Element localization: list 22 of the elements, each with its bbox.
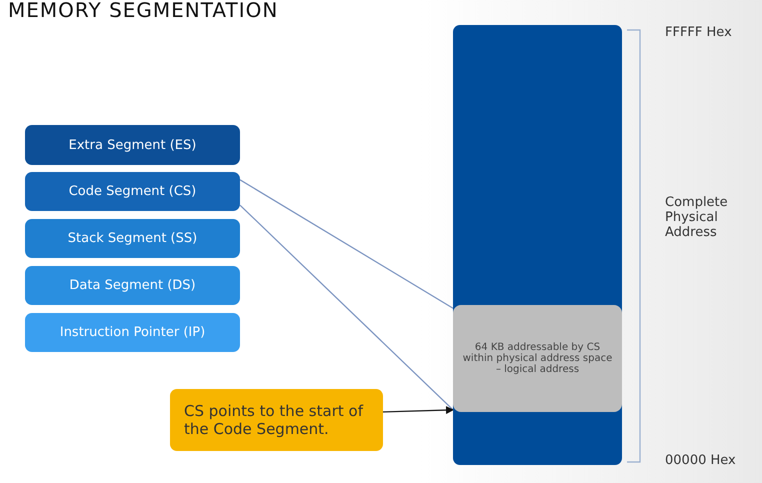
register-label: Stack Segment (SS) <box>68 231 198 246</box>
register-box <box>25 266 240 305</box>
callout-text: CS points to the start of the Code Segment. <box>184 402 364 438</box>
arrow <box>382 406 454 414</box>
region-label: 64 KB addressable by CS within physical address space – logical address <box>462 342 614 375</box>
register-label: Instruction Pointer (IP) <box>60 325 206 340</box>
bracket-label: Complete Physical Address <box>665 195 729 240</box>
memory-bar <box>453 25 622 465</box>
register-box <box>25 172 240 211</box>
register-box <box>25 125 240 165</box>
register-label: Code Segment (CS) <box>68 184 196 199</box>
register-box <box>25 219 240 258</box>
diagram-title: MEMORY SEGMENTATION <box>8 0 278 22</box>
register-label: Extra Segment (ES) <box>68 138 196 152</box>
register-box <box>25 313 240 352</box>
register-label: Data Segment (DS) <box>69 278 196 293</box>
memory-region <box>453 305 622 412</box>
connector-line <box>240 204 454 410</box>
address-label: 00000 Hex <box>665 453 737 468</box>
connector-line <box>240 179 454 309</box>
callout-box <box>170 389 383 451</box>
address-label: FFFFF Hex <box>665 25 733 40</box>
